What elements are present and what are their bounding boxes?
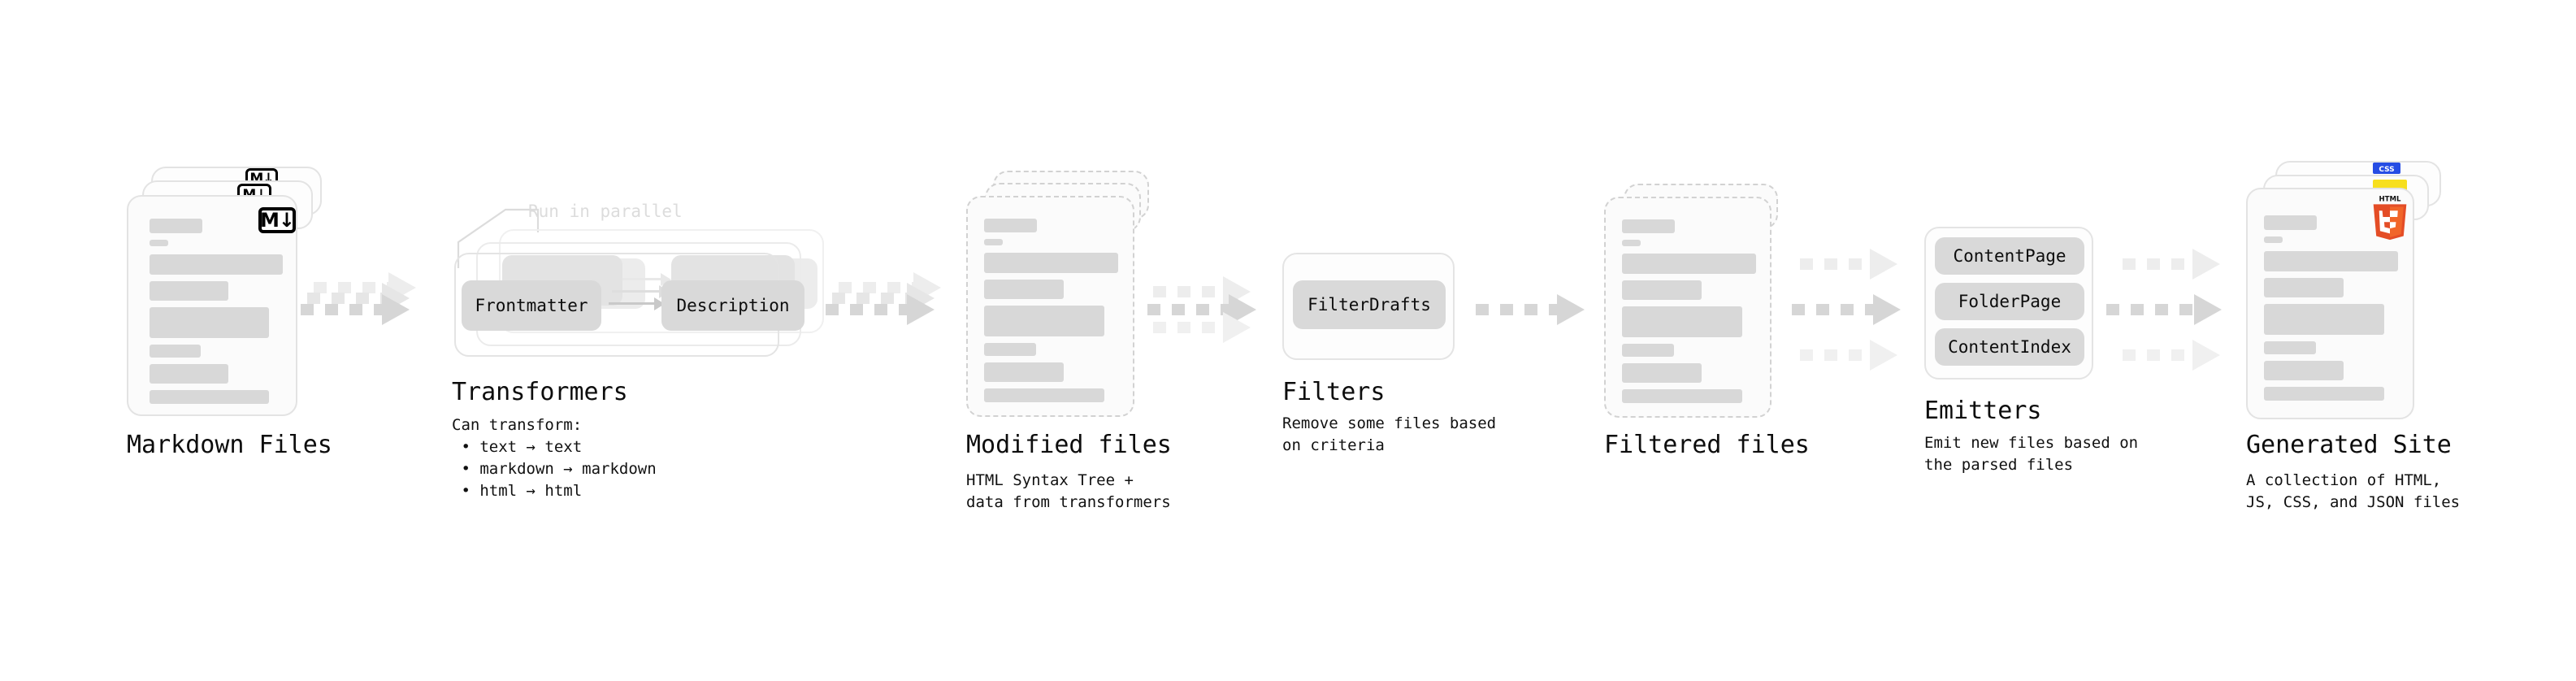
skeleton-row [2264, 304, 2384, 335]
site-card-front [2246, 188, 2414, 419]
generated-site-title: Generated Site [2246, 431, 2452, 459]
skeleton-row [984, 306, 1104, 336]
skeleton-row [150, 307, 269, 338]
skeleton-row [1622, 254, 1756, 274]
skeleton-sub [2264, 236, 2283, 243]
filters-chip-filterdrafts[interactable]: FilterDrafts [1293, 280, 1446, 329]
svg-text:HTML: HTML [2379, 195, 2401, 203]
skeleton-row [984, 388, 1104, 402]
run-in-parallel-bracket [457, 208, 540, 268]
skeleton-title [1622, 219, 1675, 233]
emitters-subtitle: Emit new files based on the parsed files [1924, 434, 2139, 474]
skeleton-sub [150, 240, 168, 246]
filtered-files-title: Filtered files [1604, 431, 1810, 459]
skeleton-row [2264, 278, 2344, 297]
emitters-title: Emitters [1924, 397, 2042, 425]
css-badge: CSS [2373, 163, 2400, 174]
skeleton-row [984, 343, 1036, 356]
skeleton-row [2264, 251, 2398, 271]
skeleton-row [150, 390, 269, 404]
emitters-chip-contentindex[interactable]: ContentIndex [1935, 328, 2084, 366]
transformer-chip-frontmatter[interactable]: Frontmatter [462, 280, 601, 331]
run-in-parallel-label: Run in parallel [528, 202, 683, 221]
transformer-chip-description[interactable]: Description [661, 280, 804, 331]
skeleton-row [1622, 363, 1702, 383]
skeleton-row [1622, 389, 1742, 403]
transformer-arrow-back [614, 278, 662, 280]
skeleton-row [984, 280, 1064, 299]
skeleton-sub [1622, 240, 1641, 246]
skeleton-row [150, 281, 228, 301]
skeleton-row [984, 253, 1118, 273]
filters-title: Filters [1282, 378, 1386, 406]
skeleton-row [2264, 361, 2344, 380]
filtered-file-card-front [1604, 197, 1772, 418]
emitters-chip-contentpage[interactable]: ContentPage [1935, 237, 2084, 275]
modified-files-title: Modified files [966, 431, 1172, 459]
markdown-badge-front: M↓ [258, 207, 296, 233]
css-badge-label: CSS [2379, 166, 2395, 174]
transformers-title: Transformers [452, 378, 628, 406]
skeleton-row [1622, 306, 1742, 337]
skeleton-sub [984, 239, 1003, 245]
skeleton-row [150, 345, 201, 358]
transformer-arrow-front [609, 302, 656, 305]
transformer-arrow-middle [612, 290, 661, 293]
skeleton-title [150, 219, 202, 233]
generated-site-subtitle: A collection of HTML, JS, CSS, and JSON … [2246, 471, 2461, 511]
skeleton-title [984, 219, 1037, 232]
transformers-subtitle: Can transform: • text → text • markdown … [452, 416, 657, 500]
modified-file-card-front [966, 196, 1134, 417]
filters-subtitle: Remove some files based on criteria [1282, 414, 1497, 454]
skeleton-row [2264, 387, 2384, 401]
emitters-chip-folderpage[interactable]: FolderPage [1935, 283, 2084, 320]
skeleton-title [2264, 215, 2317, 230]
skeleton-row [150, 254, 283, 275]
skeleton-row [1622, 280, 1702, 300]
skeleton-row [2264, 341, 2316, 354]
markdown-files-title: Markdown Files [127, 431, 332, 459]
skeleton-row [150, 364, 228, 384]
skeleton-row [984, 362, 1064, 382]
skeleton-row [1622, 344, 1674, 357]
html5-icon: HTML [2373, 195, 2407, 241]
modified-files-subtitle: HTML Syntax Tree + data from transformer… [966, 471, 1171, 511]
